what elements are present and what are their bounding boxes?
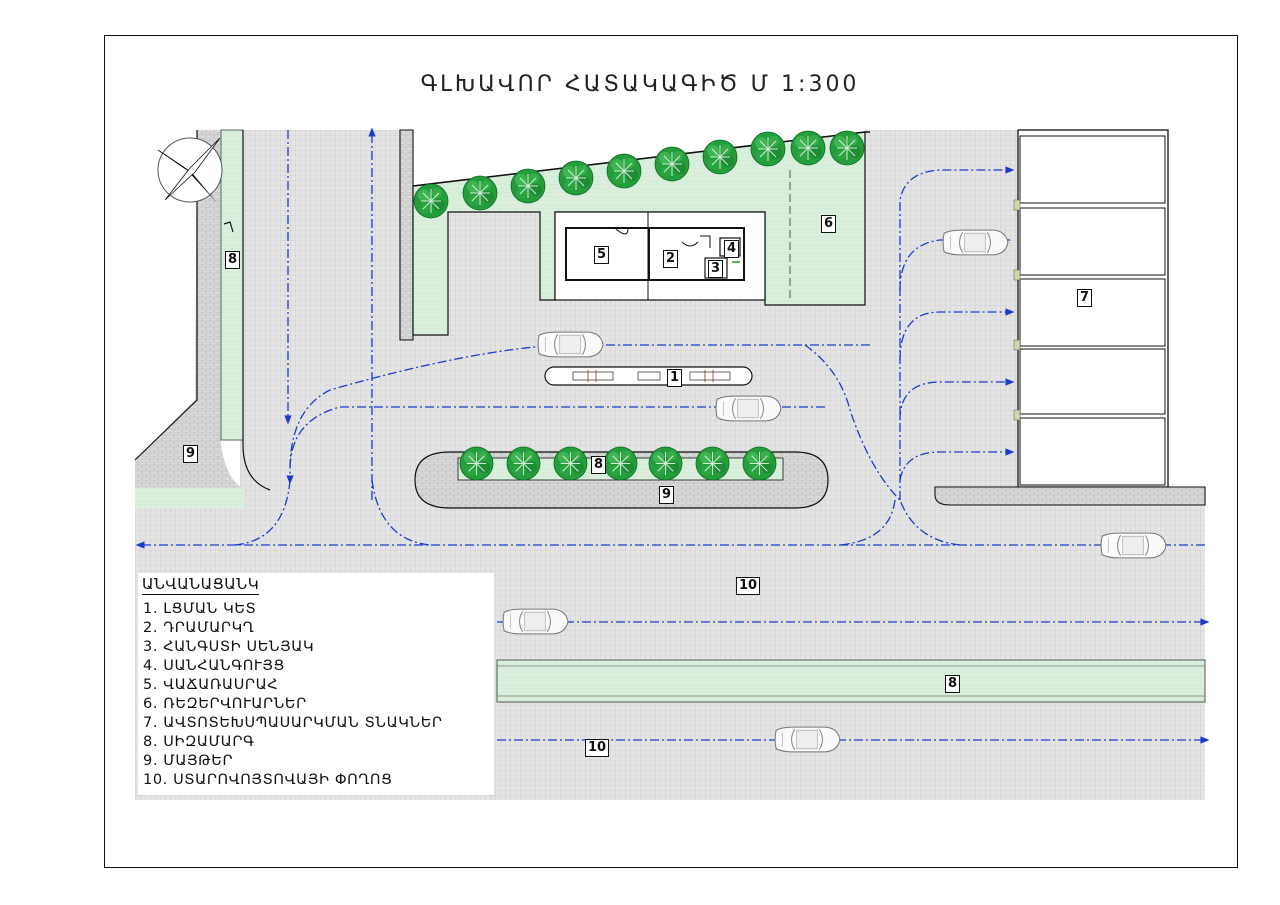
label-rest-room: 3 [708,260,724,278]
tree-icon [606,153,642,189]
legend: ԱՆՎԱՆԱՑԱՆԿ 1. ԼՑՄԱՆ ԿԵՏ 2. ԴՐԱՄԱՐԿՂ 3. Հ… [138,573,494,795]
traffic-flow [135,127,1210,744]
label-fuel-island: 1 [667,369,683,387]
tree-icon [742,446,777,481]
legend-item: 2. ԴՐԱՄԱՐԿՂ [143,620,255,636]
legend-heading: ԱՆՎԱՆԱՑԱՆԿ [142,575,260,595]
label-sidewalk-island: 8 [591,456,607,474]
tree-icon [695,446,730,481]
label-lawn-island: 9 [659,486,675,504]
legend-item: 5. ՎԱՃԱՌԱՍՐԱՀ [143,677,279,693]
label-sales-hall: 5 [594,246,610,264]
label-sidewalk-median: 8 [945,675,961,693]
tree-icon [510,168,546,204]
tree-icon [603,446,638,481]
label-reservoirs: 6 [821,215,837,233]
tree-icon [459,446,494,481]
tree-icon [654,146,690,182]
car-icon [715,395,782,422]
tree-icon [558,160,594,196]
tree-icon [790,130,826,166]
tree-icon [648,446,683,481]
planter-island [414,446,829,509]
north-arrow-icon [157,137,234,233]
label-street-top: 10 [736,577,761,595]
kerb-strip [399,129,414,341]
tree-icon [462,175,498,211]
fuel-pump-icon [689,371,731,381]
car-icon [774,726,841,753]
car-icon [502,608,569,635]
tree-icon [506,446,541,481]
label-lawn-left: 9 [183,445,199,463]
legend-item: 9. ՄԱՅԹԵՐ [143,753,234,769]
tree-icon [702,139,738,175]
legend-item: 1. ԼՑՄԱՆ ԿԵՏ [143,601,257,617]
fuel-pump-icon [572,371,614,381]
legend-item: 10. ՍՏԱՐՈՎՈՅՏՈՎԱՅԻ ՓՈՂՈՑ [143,772,393,788]
fuel-island [544,366,753,386]
service-bays [934,129,1206,506]
label-sidewalk-left: 8 [225,251,241,269]
car-icon [942,229,1009,256]
tree-icon [413,183,449,219]
legend-item: 8. ՍԻԶԱՄԱՐԳ [143,734,255,750]
tree-icon [553,446,588,481]
legend-item: 3. ՀԱՆԳՍՏԻ ՍԵՆՅԱԿ [143,639,315,655]
label-toilet: 4 [724,240,740,258]
drawing-frame [104,35,1238,868]
car-icon [537,331,604,358]
label-street-bottom: 10 [585,739,610,757]
sidewalk-left [134,129,271,508]
legend-item: 7. ԱՎՏՈՏԵԽՍՊԱՍԱՐԿՄԱՆ ՏՆԱԿՆԵՐ [143,715,443,731]
car-icon [1100,532,1167,559]
label-cashier: 2 [663,250,679,268]
legend-item: 4. ՍԱՆՀԱՆԳՈՒՅՑ [143,658,285,674]
tree-icon [829,130,865,166]
tree-icon [750,131,786,167]
legend-item: 6. ՌԵԶԵՐՎՈՒԱՐՆԵՐ [143,696,307,712]
label-service-bays: 7 [1077,289,1093,307]
plan-title: ԳԼԽԱՎՈՐ ՀԱՏԱԿԱԳԻԾ Մ 1:300 [420,72,860,97]
median-strip [496,659,1206,703]
